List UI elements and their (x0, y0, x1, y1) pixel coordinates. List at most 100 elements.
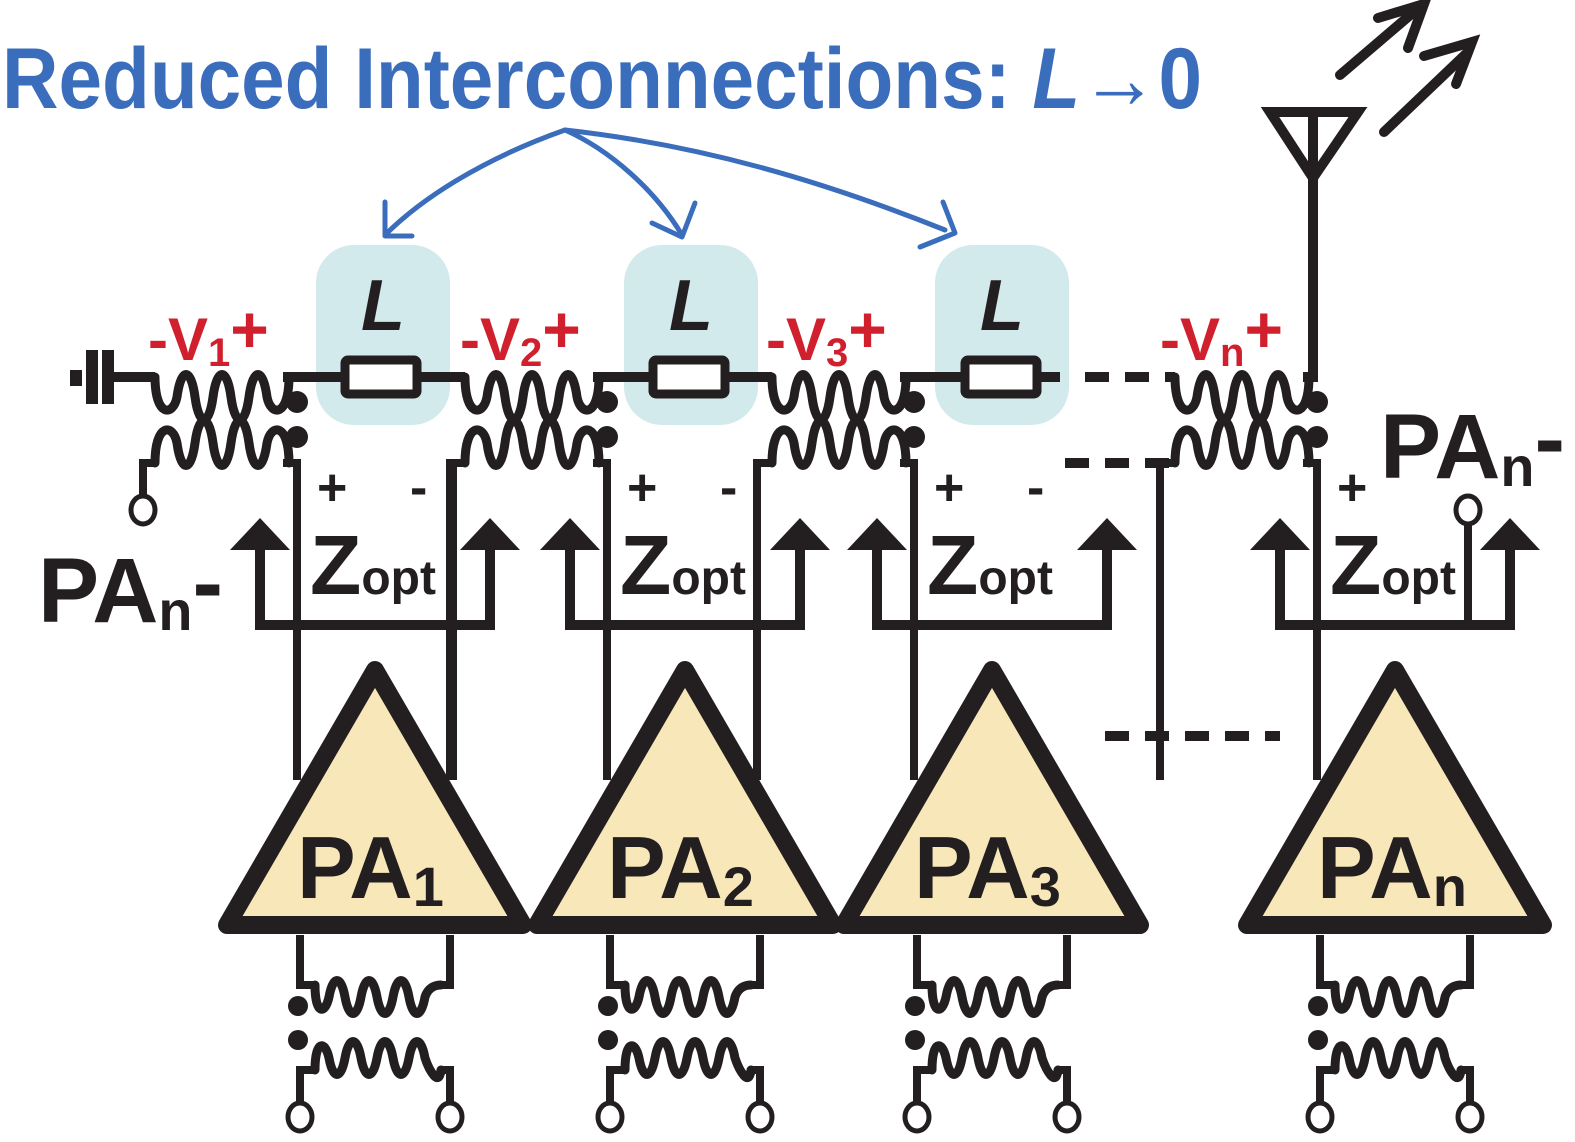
zopt-bracket (1275, 545, 1515, 630)
interconnect-arrows (382, 127, 958, 250)
series-secondary-line (155, 180, 1318, 420)
inductance-label-1: L (361, 266, 405, 346)
pa-amplifier-2 (528, 661, 842, 934)
zopt-arrow-up-icon (460, 518, 520, 550)
feedback-terminal-right (1453, 493, 1483, 628)
title-target: 0 (1158, 31, 1202, 127)
input-wire (750, 935, 764, 989)
zopt-label: Zopt (310, 518, 436, 612)
title-symbol-l: L (1032, 31, 1080, 127)
polarity-dot-primary (1306, 391, 1328, 413)
feedback-label-left: PAn- (38, 532, 223, 642)
primary-coil-3 (772, 375, 906, 420)
pa-rail-positive (900, 459, 918, 780)
radiation-arrows-icon (1335, 0, 1481, 137)
polarity-minus: - (720, 459, 737, 517)
feedback-label-right: PAn- (1380, 388, 1565, 498)
input-terminal-negative (435, 1100, 465, 1134)
input-primary-coil (927, 976, 1063, 1018)
polarity-dot (598, 1030, 618, 1050)
input-primary-coil (1330, 976, 1466, 1018)
primary-coil-2 (465, 375, 599, 420)
input-wire (606, 1066, 625, 1103)
interconnect-resistor-3 (960, 355, 1042, 399)
title-arrow: → (1080, 31, 1158, 127)
voltage-label-2: -V2+ (460, 292, 581, 375)
zopt-arrow-up-icon (1480, 518, 1540, 550)
pa-amplifier-1 (218, 661, 532, 934)
arrow-to-l3 (562, 127, 948, 233)
arrowhead-l3 (917, 199, 958, 250)
polarity-dot (905, 1030, 925, 1050)
zopt-bracket (255, 545, 495, 630)
input-wire (606, 935, 625, 989)
input-secondary-coil (620, 1037, 756, 1082)
arrowhead-l2 (649, 200, 698, 240)
pa-label: PA1 (297, 818, 444, 918)
voltage-label-1: -V1+ (148, 292, 269, 375)
zopt-label: Zopt (620, 518, 746, 612)
input-primary-coil (620, 976, 756, 1018)
pa-rail-negative (753, 459, 772, 780)
input-wire (1460, 935, 1474, 989)
pa-amplifier-4 (1238, 661, 1552, 934)
input-terminal-negative (1455, 1100, 1485, 1134)
polarity-plus: + (317, 459, 347, 517)
input-wire (913, 1066, 932, 1103)
polarity-dot-primary (286, 391, 308, 413)
polarity-dot (905, 996, 925, 1016)
polarity-dot (1308, 1030, 1328, 1050)
polarity-dot (1308, 996, 1328, 1016)
polarity-dot-primary (903, 391, 925, 413)
secondary-coil (150, 416, 294, 470)
pa-rail-positive (1303, 459, 1321, 780)
voltage-label-n: -Vn+ (1160, 292, 1283, 375)
interconnect-resistor-1 (340, 355, 422, 399)
voltage-labels: -V1+ -V2+ -V3+ -Vn+ (148, 292, 1283, 375)
arrow-to-l1 (382, 127, 568, 238)
pa-amplifier-3 (835, 661, 1149, 934)
zopt-arrow-up-icon (1250, 518, 1310, 550)
input-secondary-coil (927, 1037, 1063, 1082)
interconnect-resistor-2 (648, 355, 730, 399)
zopt-arrow-up-icon (1077, 518, 1137, 550)
input-wire (1057, 1066, 1071, 1103)
zopt-arrow-up-icon (540, 518, 600, 550)
pa-rail-negative (446, 459, 465, 780)
primary-coil-n (1175, 375, 1309, 420)
secondary-coil (1170, 416, 1314, 470)
feedback-terminal-left (128, 459, 158, 527)
inductance-label-2: L (669, 266, 713, 346)
input-wire (296, 1066, 315, 1103)
polarity-plus: + (1337, 459, 1367, 517)
input-secondary-coil (310, 1037, 446, 1082)
zopt-arrow-up-icon (847, 518, 907, 550)
input-secondary-coil (1330, 1037, 1466, 1082)
input-terminal-negative (745, 1100, 775, 1134)
antenna-icon (1260, 107, 1368, 188)
input-wire (1316, 935, 1335, 989)
input-wire (1316, 1066, 1335, 1103)
arrow-to-l2 (562, 127, 685, 238)
pa-label: PA2 (607, 818, 754, 918)
voltage-label-3: -V3+ (766, 292, 887, 375)
input-terminal-positive (285, 1100, 315, 1134)
inductance-label-3: L (980, 266, 1024, 346)
input-wire (913, 935, 932, 989)
polarity-minus: - (410, 459, 427, 517)
pa-rail-positive (283, 459, 301, 780)
secondary-coil (460, 416, 604, 470)
zopt-label: Zopt (927, 518, 1053, 612)
polarity-plus: + (934, 459, 964, 517)
zopt-bracket (872, 545, 1112, 630)
zopt-arrow-up-icon (770, 518, 830, 550)
input-wire (1460, 1066, 1474, 1103)
polarity-dot (288, 1030, 308, 1050)
input-terminal-negative (1052, 1100, 1082, 1134)
input-wire (1057, 935, 1071, 989)
input-terminal-positive (902, 1100, 932, 1134)
